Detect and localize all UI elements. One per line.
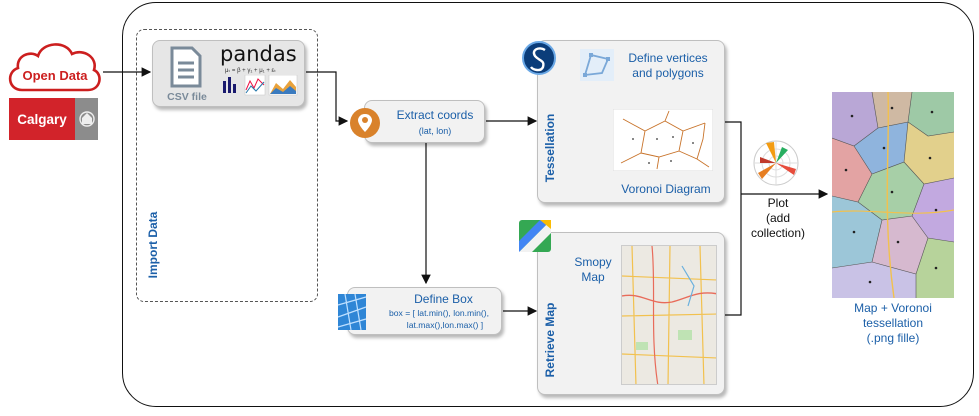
open-data-label: Open Data [22,68,88,83]
pipeline-frame [122,2,974,407]
define-box-line2: lat.max(),lon.max() ] [406,320,484,330]
maps-app-icon [519,220,551,252]
extract-coords-title: Extract coords [396,108,474,122]
calgary-logo-text: Calgary [9,98,75,140]
polar-plot-icon [753,140,799,186]
smopy-map-thumbnail [621,245,717,385]
define-vertices-label: Define vertices and polygons [628,51,708,80]
import-data-group [136,29,318,302]
import-data-label: Import Data [146,211,160,279]
extract-coords-card: Extract coords (lat, lon) [364,100,485,143]
output-label-2: tessellation [862,316,924,330]
plot-label-3: collection) [750,226,806,240]
define-box-card: Define Box box = [ lat.min(), lon.min(),… [347,287,502,335]
pandas-formula: μₜ = β + γ₁ + μ₁ + εₜ [225,68,276,74]
line-retrieve-to-plot [725,194,742,316]
arrow-import-to-extract [306,71,349,126]
define-box-title: Define Box [414,292,473,306]
output-label-1: Map + Voronoi [854,301,932,315]
map-grid-icon [337,293,367,331]
line-tessellation-to-plot [725,121,742,194]
scipy-logo-icon [522,41,556,75]
voronoi-diagram-label: Voronoi Diagram [621,182,711,196]
output-label-3: (.png fille) [866,331,920,345]
document-icon [170,46,202,88]
csv-file-label: CSV file [167,91,207,103]
pandas-charts-icon [223,75,298,96]
pandas-logo: pandas [220,42,297,66]
extract-coords-sub: (lat, lon) [418,126,452,136]
define-box-line1: box = [ lat.min(), lon.min(), [388,308,490,318]
plot-label-2: (add [765,211,791,225]
smopy-map-label: Smopy Map [574,255,612,284]
csv-pandas-card: CSV file pandas μₜ = β + γ₁ + μ₁ + εₜ [152,40,305,107]
location-pin-icon [350,108,380,138]
output-map-voronoi [832,92,954,298]
tessellation-label: Tessellation [543,113,557,183]
retrieve-map-label: Retrieve Map [543,302,557,378]
retrieve-map-card: Retrieve Map Smopy Map [537,232,725,395]
polygon-vertices-icon [580,49,614,81]
plot-label-1: Plot [767,196,789,210]
voronoi-thumbnail [613,109,713,171]
crest-icon [79,111,95,127]
cloud-icon [8,43,101,92]
tessellation-card: Tessellation Define vertices and polygon… [537,40,725,203]
